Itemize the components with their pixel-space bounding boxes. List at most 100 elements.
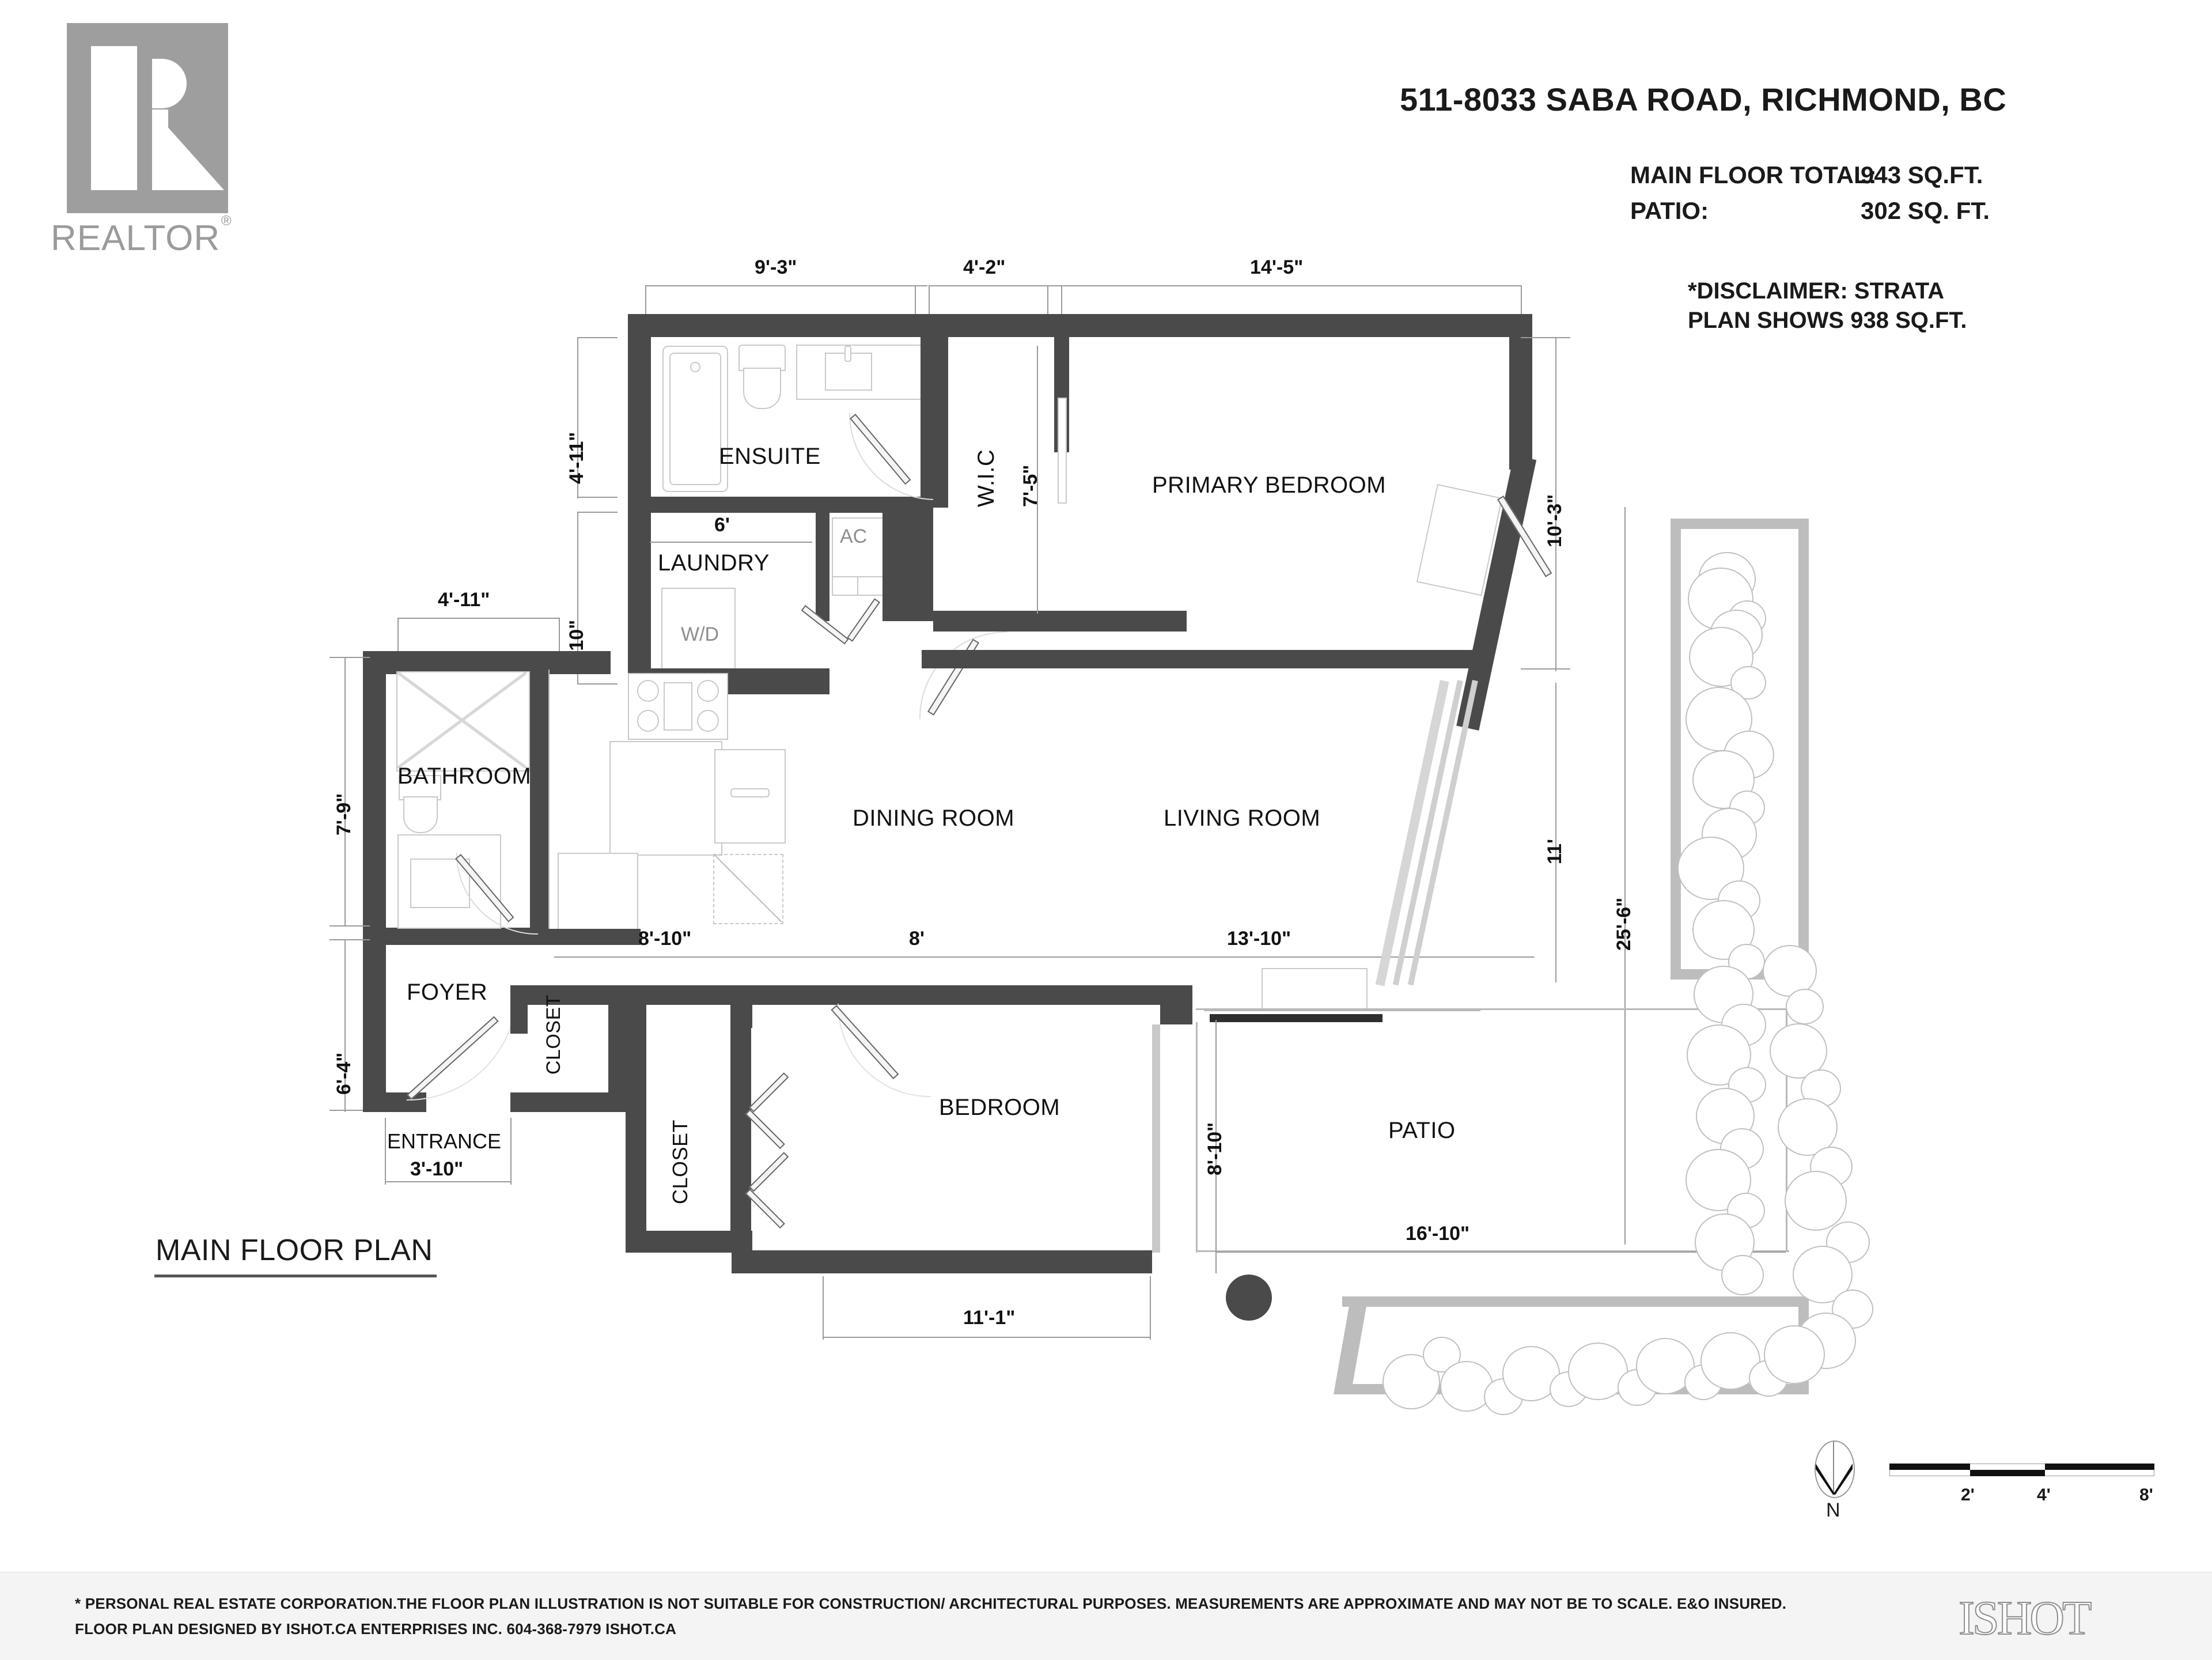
wic-shelf-icon: [1058, 398, 1067, 504]
dim-line-8ft: [797, 956, 1039, 958]
north-label: N: [1826, 1499, 1840, 1521]
scale-bar: [1889, 1464, 2154, 1481]
wall-bedroom-right-nub: [1160, 985, 1192, 1024]
wall-wic-bottom: [933, 611, 1187, 632]
realtor-r-icon: [67, 23, 228, 213]
bathtub-drain-icon: [690, 362, 700, 372]
page-title: 511-8033 SABA ROAD, RICHMOND, BC: [1400, 81, 2007, 118]
dim-label-ensuite-height: 4'-11": [566, 432, 588, 484]
living-sill-box: [1262, 968, 1368, 1011]
room-label-bathroom: BATHROOM: [397, 763, 532, 789]
disclaimer: *DISCLAIMER: STRATA PLAN SHOWS 938 SQ.FT…: [1688, 277, 1967, 335]
dim-line-7-5: [1037, 346, 1038, 614]
living-threshold: [1210, 1014, 1382, 1022]
dim-line-4-11b: [397, 618, 560, 619]
dim-tick-h: [329, 925, 370, 927]
room-label-dining: DINING ROOM: [853, 806, 1015, 831]
wall-top-outer: [628, 314, 1532, 337]
patio-inner-edge-bottom: [1196, 1250, 1789, 1252]
patio-inner-edge-top: [1196, 1008, 1789, 1010]
wall-closet2-div: [730, 1005, 751, 1178]
bedroom-glazing: [1152, 1024, 1160, 1253]
dim-ext-bed-l: [823, 1276, 824, 1340]
bedroom-door-arc-icon: [838, 1004, 931, 1097]
dim-label-patio-door-height: 8'-10": [1204, 1122, 1226, 1175]
dim-label-living-width: 13'-10": [1227, 928, 1291, 950]
dim-line-16-10: [1215, 1251, 1786, 1253]
wall-closet1-right: [608, 1005, 626, 1112]
wall-primary-bottom: [922, 650, 1486, 668]
dim-line-10-3: [1555, 337, 1556, 671]
island-handle-icon: [730, 788, 770, 797]
dim-tick-e: [1521, 337, 1570, 338]
washer-dryer-icon: [661, 588, 736, 682]
dim-ext-5: [559, 618, 560, 658]
tree-icon: [1721, 1255, 1764, 1295]
ishot-logo: ISHOT: [1958, 1591, 2092, 1646]
wall-kitchen-bottom: [548, 929, 641, 945]
bedroom-closet-bifold-1: [749, 1072, 789, 1113]
dim-line-3-10: [385, 1181, 512, 1182]
area-value-patio: 302 SQ. FT.: [1861, 197, 1990, 224]
disclaimer-line-1: *DISCLAIMER: STRATA: [1688, 278, 1945, 304]
wall-primary-right-upper: [1509, 314, 1532, 470]
dim-line-6-4: [344, 939, 346, 1112]
area-label-main-floor: MAIN FLOOR TOTAL:: [1630, 161, 1877, 188]
dim-ext-2: [1061, 285, 1062, 331]
footer-line-2: FLOOR PLAN DESIGNED BY ISHOT.CA ENTERPRI…: [75, 1620, 677, 1638]
dim-label-kitchen-width: 8'-10": [638, 928, 692, 950]
room-label-laundry: LAUNDRY: [658, 550, 770, 576]
dim-line-14-5: [1061, 285, 1522, 286]
disclaimer-line-2: PLAN SHOWS 938 SQ.FT.: [1688, 308, 1967, 334]
area-summary: MAIN FLOOR TOTAL: 943 SQ.FT. PATIO: 302 …: [1630, 161, 1990, 233]
wall-foyer-left: [363, 974, 386, 1112]
dim-line-9-3: [645, 285, 927, 286]
dim-tick-c: [577, 512, 618, 513]
dim-tick-j: [329, 1110, 370, 1111]
scale-tick-8ft: 8': [2139, 1485, 2153, 1504]
dim-tick-d: [577, 683, 618, 685]
dim-ext-entrance-l: [385, 1118, 386, 1185]
kitchen-dishwasher-icon: [713, 854, 783, 924]
dim-ext-3: [1521, 285, 1522, 331]
living-glazing-2: [1392, 680, 1463, 986]
dim-label-patio-width: 16'-10": [1406, 1223, 1470, 1245]
tree-icon: [1785, 1171, 1847, 1231]
wall-left-outer-lower: [363, 651, 386, 974]
dim-line-13-10: [1039, 956, 1535, 958]
wall-closet2-left: [626, 1005, 646, 1253]
room-label-living: LIVING ROOM: [1164, 806, 1321, 831]
dim-label-wic-width: 4'-2": [963, 256, 1006, 278]
dim-label-primary-width: 14'-5": [1250, 256, 1304, 278]
stove-burners-icon: [637, 680, 719, 732]
bath-toilet-bowl-icon: [403, 796, 438, 833]
washer-dryer-label: W/D: [681, 623, 719, 645]
wall-ac-right: [882, 512, 933, 621]
dim-ext-1: [1047, 285, 1048, 331]
realtor-wordmark: REALTOR: [51, 218, 221, 258]
scale-tick-2ft: 2': [1961, 1485, 1975, 1504]
area-row-main-floor: MAIN FLOOR TOTAL: 943 SQ.FT.: [1630, 161, 1990, 189]
shower-x-icon: [397, 672, 527, 768]
area-label-patio: PATIO:: [1630, 197, 1709, 224]
dim-tick-i: [329, 939, 370, 940]
dim-line-11-1: [823, 1337, 1151, 1338]
living-sill-line: [1204, 1009, 1480, 1011]
scale-tick-4ft: 4': [2037, 1485, 2051, 1504]
dim-ext-right-1b: [929, 285, 930, 331]
room-label-primary-bedroom: PRIMARY BEDROOM: [1152, 472, 1387, 498]
wall-wic-left: [933, 337, 948, 508]
entrance-door-arc-icon: [407, 990, 517, 1101]
dim-label-entrance-width: 3'-10": [410, 1158, 464, 1180]
dim-line-25-6: [1624, 507, 1626, 1245]
dim-label-bath-height: 7'-9": [333, 793, 355, 835]
dim-line-4-10: [577, 512, 578, 685]
dim-label-primary-height: 10'-3": [1544, 494, 1566, 547]
plan-title: MAIN FLOOR PLAN: [156, 1234, 433, 1267]
ac-base-right: [857, 576, 885, 596]
dim-tick-a: [577, 337, 618, 338]
wall-entrance-right: [510, 1092, 623, 1112]
room-label-closet-foyer: CLOSET: [543, 994, 565, 1075]
dim-line-4-2: [929, 285, 1061, 286]
tree-icon: [1778, 1098, 1838, 1156]
